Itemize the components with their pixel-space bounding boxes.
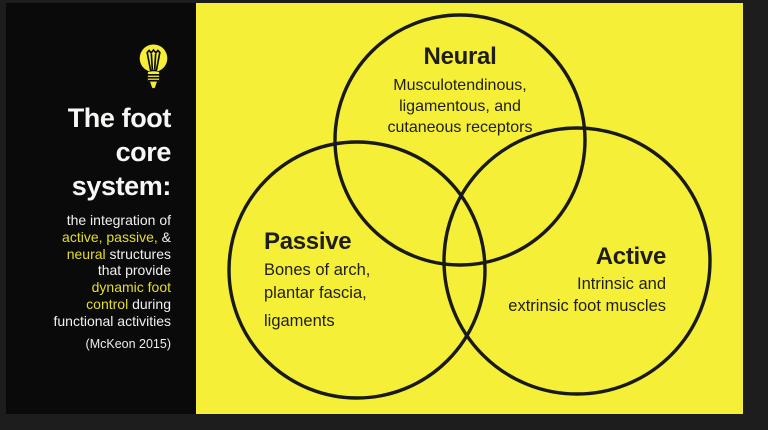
neural-label: Neural Musculotendinous, ligamentous, an… — [330, 43, 590, 138]
description-segment: that provide — [97, 262, 171, 279]
passive-line: Bones of arch, — [264, 261, 371, 279]
description-line: dynamic foot — [53, 279, 171, 296]
lightbulb-icon — [139, 44, 168, 89]
sidebar-description: the integration of active, passive, & ne… — [53, 212, 171, 330]
sidebar-column: The foot core system: the integration of… — [53, 43, 171, 351]
neural-line: Musculotendinous, — [393, 77, 527, 94]
passive-line: ligaments — [264, 312, 335, 330]
active-label: Active Intrinsic and extrinsic foot musc… — [508, 243, 666, 317]
active-line: extrinsic foot muscles — [508, 297, 666, 315]
description-segment: & — [157, 228, 171, 245]
description-segment: dynamic foot — [91, 279, 171, 296]
description-line: functional activities — [53, 313, 171, 330]
title-line: core — [115, 137, 172, 167]
neural-circle — [333, 13, 587, 267]
neural-title: Neural — [423, 43, 497, 70]
neural-line: cutaneous receptors — [387, 119, 533, 136]
neural-line: ligamentous, and — [399, 98, 521, 115]
description-line: active, passive, & — [53, 229, 171, 246]
description-segment: during — [128, 295, 171, 312]
passive-title: Passive — [264, 228, 352, 255]
citation: (McKeon 2015) — [85, 336, 171, 351]
sidebar-title: The foot core system: — [67, 101, 172, 203]
passive-line: plantar fascia, — [264, 283, 367, 302]
content-area: The foot core system: the integration of… — [0, 3, 743, 414]
passive-circle — [227, 140, 487, 400]
venn-diagram — [227, 13, 712, 400]
passive-label: Passive Bones of arch, plantar fascia, l… — [264, 228, 370, 333]
description-line: control during — [53, 296, 171, 313]
description-line: the integration of — [53, 212, 171, 229]
description-segment: structures — [105, 245, 171, 262]
description-segment: neural — [66, 245, 106, 262]
description-line: neural structures — [53, 246, 171, 263]
description-line: that provide — [53, 262, 171, 279]
description-segment: the integration of — [66, 212, 171, 228]
description-segment: functional activities — [53, 312, 171, 329]
description-segment: control — [86, 295, 129, 312]
description-segment: active, passive, — [62, 228, 158, 245]
title-line: system: — [71, 171, 172, 201]
title-line: The foot — [67, 103, 172, 133]
active-title: Active — [595, 243, 667, 270]
venn-panel: Neural Musculotendinous, ligamentous, an… — [196, 3, 743, 414]
sidebar: The foot core system: the integration of… — [0, 3, 196, 414]
active-circle — [442, 126, 712, 396]
active-line: Intrinsic and — [577, 275, 666, 293]
